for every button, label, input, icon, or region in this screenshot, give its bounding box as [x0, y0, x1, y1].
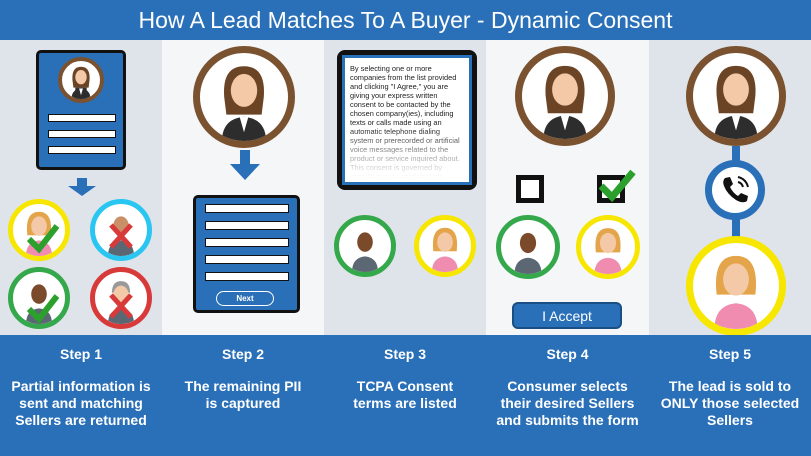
down-arrow-icon: [230, 150, 260, 180]
step-description: The remaining PII is captured: [184, 378, 302, 411]
consumer-avatar: [193, 46, 295, 148]
check-icon: [26, 224, 60, 254]
steps-bar: Step 1 Partial information is sent and m…: [0, 335, 811, 456]
person-avatar-icon: [543, 65, 587, 139]
consent-terms-box: By selecting one or more companies from …: [337, 50, 477, 190]
form-field: [205, 255, 289, 264]
step-label: Step 1: [59, 346, 102, 362]
person-avatar-icon: [514, 232, 542, 274]
form-field: [205, 272, 289, 281]
person-avatar-icon: [26, 211, 52, 256]
person-avatar-icon: [352, 232, 378, 272]
step-description: The lead is sold to ONLY those selected …: [660, 378, 800, 428]
unchecked-checkbox-icon[interactable]: [516, 175, 544, 203]
step-label: Step 2: [221, 346, 264, 362]
consumer-avatar: [515, 46, 615, 146]
seller-avatar: [496, 215, 560, 279]
form-field: [48, 130, 116, 138]
form-field: [205, 238, 289, 247]
seller-avatar: [576, 215, 640, 279]
x-icon: [109, 293, 133, 319]
person-avatar-icon: [714, 65, 758, 139]
seller-avatar: [414, 215, 476, 277]
page-title: How A Lead Matches To A Buyer - Dynamic …: [0, 0, 811, 40]
step-3-caption: Step 3 TCPA Consent terms are listed: [324, 335, 486, 456]
next-button[interactable]: Next: [216, 291, 274, 306]
form-field: [205, 221, 289, 230]
step-description: Consumer selects their desired Sellers a…: [496, 378, 639, 428]
step-2-caption: Step 2 The remaining PII is captured: [162, 335, 324, 456]
step-description: TCPA Consent terms are listed: [353, 378, 457, 411]
step-description: Partial information is sent and matching…: [11, 378, 151, 428]
phone-icon: [723, 176, 749, 203]
step-4-caption: Step 4 Consumer selects their desired Se…: [486, 335, 649, 456]
person-avatar-icon: [222, 66, 266, 141]
seller-avatar: [90, 267, 152, 329]
pii-form-card: [193, 195, 300, 313]
x-icon: [109, 223, 133, 249]
consumer-avatar: [686, 46, 786, 146]
seller-avatar: [90, 199, 152, 261]
step-label: Step 4: [546, 346, 589, 362]
form-field: [205, 204, 289, 213]
down-arrow-icon: [68, 178, 96, 196]
avatar: [58, 57, 104, 103]
step-5-caption: Step 5 The lead is sold to ONLY those se…: [649, 335, 811, 456]
form-field: [48, 146, 116, 154]
person-avatar-icon: [594, 228, 622, 274]
form-field: [48, 114, 116, 122]
check-icon: [26, 294, 60, 324]
seller-avatar: [8, 267, 70, 329]
selected-seller-avatar: [686, 236, 786, 336]
check-icon: [598, 169, 636, 202]
seller-avatar: [334, 215, 396, 277]
person-avatar-icon: [432, 227, 458, 272]
step-label: Step 5: [708, 346, 751, 362]
accept-button[interactable]: I Accept: [512, 302, 622, 329]
person-avatar-icon: [71, 66, 91, 99]
phone-badge: [705, 160, 765, 220]
person-avatar-icon: [714, 255, 758, 329]
step-label: Step 3: [383, 346, 426, 362]
step-1-caption: Step 1 Partial information is sent and m…: [0, 335, 162, 456]
